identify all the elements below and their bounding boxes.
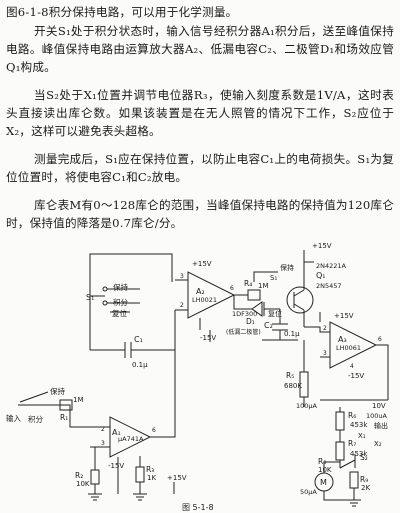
a2-plus15: +15V bbox=[192, 260, 212, 268]
paragraph-s2-scale: 当S₂处于X₁位置并调节电位器R₃，使输入刻度系数是1V/A，这时表头直接读出库… bbox=[6, 88, 394, 139]
q1-part2: 2N5457 bbox=[316, 282, 342, 290]
c2-label: C₂ bbox=[264, 321, 273, 330]
figure-caption: 图 5-1-8 bbox=[182, 503, 214, 512]
integ-in-label: 积分 bbox=[28, 414, 43, 424]
circuit-diagram: S₁ 保持 积分 复位 C₁ 0.1μ 输入 积分 保持 R₁ 1M A₁ μA… bbox=[6, 242, 389, 512]
r7-value: 453k bbox=[350, 450, 368, 458]
output-100ua: 100uA bbox=[366, 412, 388, 420]
paragraph-s1-integration: 开关S₁处于积分状态时，输入信号经积分器A₁积分后，送至峰值保持电路。峰值保持电… bbox=[6, 24, 394, 75]
a2-minus15: -15V bbox=[200, 334, 216, 342]
a1-pin2: 2 bbox=[101, 426, 105, 433]
q1-plus15: +15V bbox=[312, 242, 332, 250]
a3-pin6: 6 bbox=[378, 336, 382, 343]
a3-pin2: 2 bbox=[323, 325, 327, 332]
a1-minus15: -15V bbox=[108, 462, 124, 470]
d1-part: 1DF300 bbox=[232, 310, 257, 318]
r8-label: R₈ bbox=[318, 457, 326, 466]
c1-value: 0.1μ bbox=[132, 361, 148, 369]
s1b-label: S₁ bbox=[270, 274, 277, 282]
a3-plus15: +15V bbox=[334, 312, 354, 320]
paragraph-coulomb-meter: 库仑表M有0～128库仑的范围，当峰值保持电路的保持值为120库仑时，保持值的降… bbox=[6, 198, 394, 231]
paragraph-intro: 图6-1-8积分保持电路，可以用于化学测量。 bbox=[6, 5, 238, 19]
c1-label: C₁ bbox=[134, 335, 143, 344]
r8-value: 10K bbox=[318, 466, 332, 474]
r7-label: R₇ bbox=[348, 439, 356, 448]
paragraph-hold-reset: 测量完成后，S₁应在保持位置，以防止电容C₁上的电荷损失。S₁为复位位置时，将使… bbox=[6, 152, 394, 185]
a3-minus15: -15V bbox=[348, 372, 364, 380]
a3-pin3: 3 bbox=[323, 350, 327, 357]
r2-value: 10K bbox=[76, 480, 90, 488]
r1-label: R₁ bbox=[60, 413, 68, 422]
output-label: 输出 bbox=[374, 421, 388, 430]
a3-part: LH0061 bbox=[336, 344, 361, 352]
a1-pin6: 6 bbox=[152, 427, 156, 434]
q1-label: Q₁ bbox=[316, 271, 326, 280]
a2-part: LH0021 bbox=[192, 296, 217, 304]
hold-label: 保持 bbox=[113, 282, 128, 292]
x2-label: X₂ bbox=[374, 440, 382, 448]
input-label: 输入 bbox=[6, 413, 21, 423]
r1-value: 1M bbox=[73, 396, 84, 404]
q1-part1: 2N4221A bbox=[316, 262, 347, 270]
r3-value: 1K bbox=[147, 474, 156, 482]
a1-pin3: 3 bbox=[101, 440, 105, 447]
hold2-label: 保持 bbox=[280, 263, 294, 272]
r6-value: 453k bbox=[350, 421, 368, 429]
a3-pin4: 4 bbox=[350, 363, 354, 370]
r3-label: R₃ bbox=[146, 465, 154, 474]
r4-value: 1M bbox=[258, 282, 269, 290]
r9-value: 2K bbox=[361, 484, 370, 492]
meter-range: 50μA bbox=[300, 488, 317, 496]
s1-label: S₁ bbox=[86, 293, 94, 302]
reset2-label: 复位 bbox=[268, 309, 282, 318]
r2-label: R₂ bbox=[75, 471, 83, 480]
r6-label: R₆ bbox=[348, 411, 356, 420]
s2-label: S₂ bbox=[360, 453, 368, 462]
a2-pin3: 3 bbox=[180, 273, 184, 280]
a2-label: A₂ bbox=[196, 287, 205, 296]
d1-label: D₁ bbox=[246, 317, 255, 326]
x1-label: X₁ bbox=[358, 432, 366, 440]
meter-label: M bbox=[320, 478, 327, 487]
hold-input-label: 保持 bbox=[50, 386, 65, 396]
c2-value: 0.1μ bbox=[284, 330, 300, 338]
integrate-label: 积分 bbox=[113, 297, 128, 307]
r9-label: R₉ bbox=[360, 475, 368, 484]
a3-label: A₃ bbox=[338, 335, 347, 344]
a2-pin6: 6 bbox=[230, 285, 234, 292]
meter-current: 100μA bbox=[296, 402, 318, 410]
output-10v: 10V bbox=[372, 402, 386, 410]
d1-note: (低漏二极管) bbox=[226, 328, 261, 336]
r5-value: 680K bbox=[284, 382, 302, 390]
a1-part: μA741A bbox=[118, 435, 144, 443]
r5-label: R₅ bbox=[286, 371, 294, 380]
reset-label: 复位 bbox=[112, 308, 127, 318]
a2-pin2: 2 bbox=[180, 302, 184, 309]
a1-label: A₁ bbox=[112, 428, 121, 437]
a1-plus15: +15V bbox=[167, 474, 187, 482]
r4-label: R₄ bbox=[244, 279, 252, 288]
